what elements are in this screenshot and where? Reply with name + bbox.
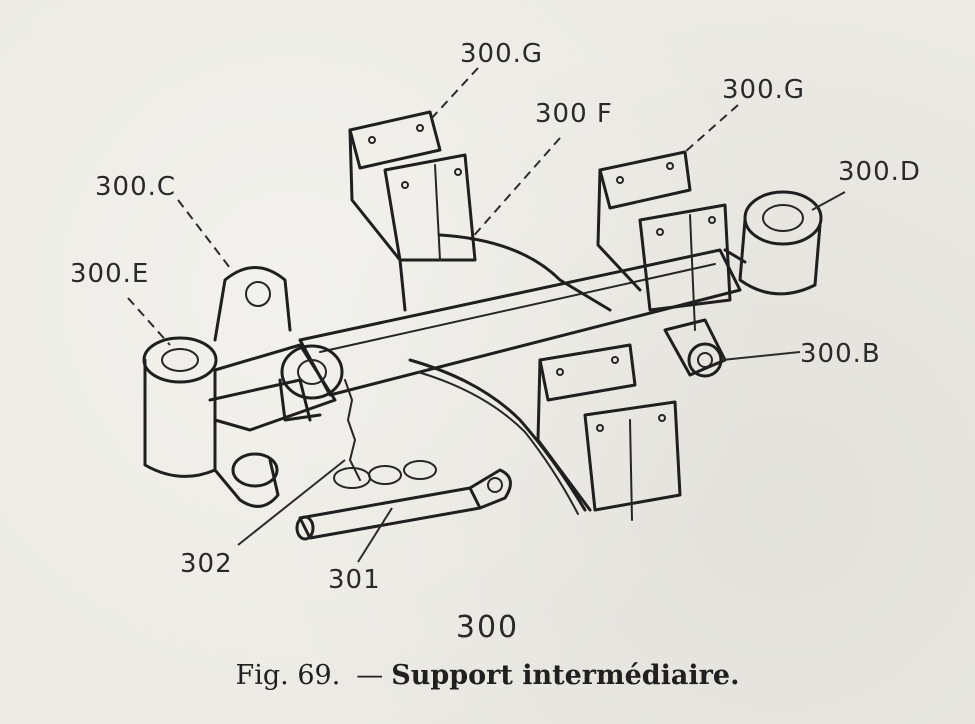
leader-302 — [237, 459, 346, 546]
label-301: 301 — [328, 565, 381, 595]
leader-300E — [127, 297, 171, 346]
main-beam — [298, 248, 742, 397]
bracket-rear-right — [596, 150, 732, 331]
leader-300B — [721, 351, 801, 361]
bracket-rear-left — [348, 110, 477, 312]
label-300F: 300 F — [535, 99, 613, 129]
gusset-300F — [438, 233, 612, 312]
right-bearing — [723, 190, 823, 296]
leader-300D — [811, 191, 846, 211]
leader-300G-right — [684, 104, 739, 153]
caption-fig-ref: Fig. 69. — [235, 660, 341, 691]
label-300G-right: 300.G — [722, 75, 805, 105]
label-300E: 300.E — [70, 259, 149, 289]
label-300G-top: 300.G — [460, 39, 543, 69]
caption-separator: — — [356, 660, 384, 691]
chain-302 — [333, 379, 437, 489]
label-300D: 300.D — [838, 157, 921, 187]
caption-title: Support intermédiaire. — [391, 660, 740, 691]
leader-300G-top — [429, 67, 479, 121]
leader-300C — [177, 199, 231, 269]
lug-300C — [213, 266, 292, 342]
leader-301 — [357, 507, 393, 563]
stub-shaft — [213, 452, 280, 508]
diagonal-brace — [408, 358, 587, 515]
support-drawing: 300.G 300 F 300.G 300.D 300.C 300.E 300.… — [70, 39, 921, 595]
left-bearing-block — [142, 336, 337, 478]
pin-301 — [295, 468, 512, 541]
pin-housing — [278, 344, 344, 422]
label-300C: 300.C — [95, 172, 176, 202]
figure-number: 300 — [455, 610, 520, 645]
figure-caption: Fig. 69. —Support intermédiaire. — [0, 660, 975, 691]
label-302: 302 — [180, 549, 233, 579]
bracket-front-right — [536, 343, 682, 521]
leader-300F — [469, 137, 561, 241]
label-300B: 300.B — [800, 339, 881, 369]
